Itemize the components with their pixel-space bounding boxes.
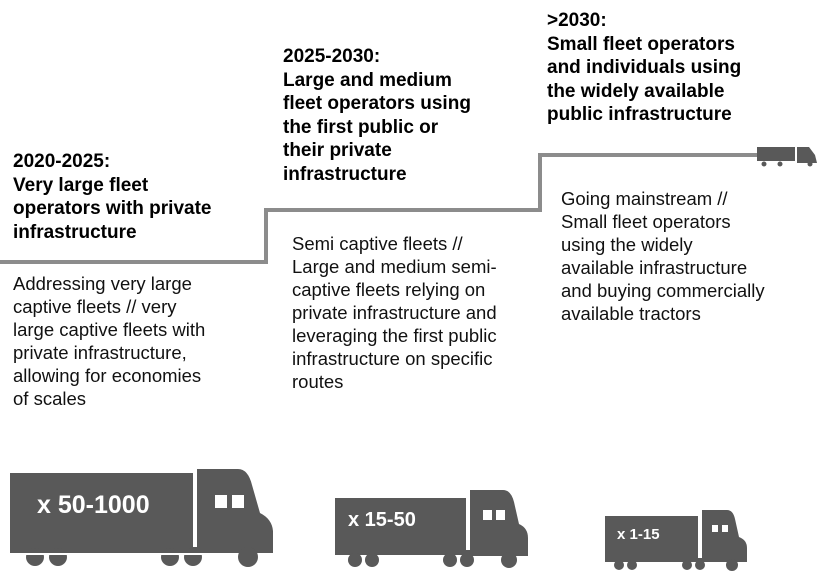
small-truck-icon: x 1-15 <box>605 510 748 572</box>
stage-3-description: Going mainstream // Small fleet operator… <box>561 188 765 324</box>
large-truck-label: x 50-1000 <box>37 491 150 519</box>
stage-3-title: >2030: Small fleet operators and individ… <box>547 10 742 125</box>
stage-2-description: Semi captive fleets // Large and medium … <box>292 233 497 392</box>
stage-1-description: Addressing very large captive fleets // … <box>13 273 206 409</box>
medium-truck-label: x 15-50 <box>348 509 416 531</box>
large-truck-icon: x 50-1000 <box>10 469 275 569</box>
stage-2-title: 2025-2030: Large and medium fleet operat… <box>283 46 471 185</box>
staircase-path <box>0 153 760 264</box>
small-end-truck-icon <box>757 147 817 167</box>
small-truck-label: x 1-15 <box>617 526 660 543</box>
medium-truck-icon: x 15-50 <box>335 490 530 570</box>
stage-1-title: 2020-2025: Very large fleet operators wi… <box>13 151 212 243</box>
